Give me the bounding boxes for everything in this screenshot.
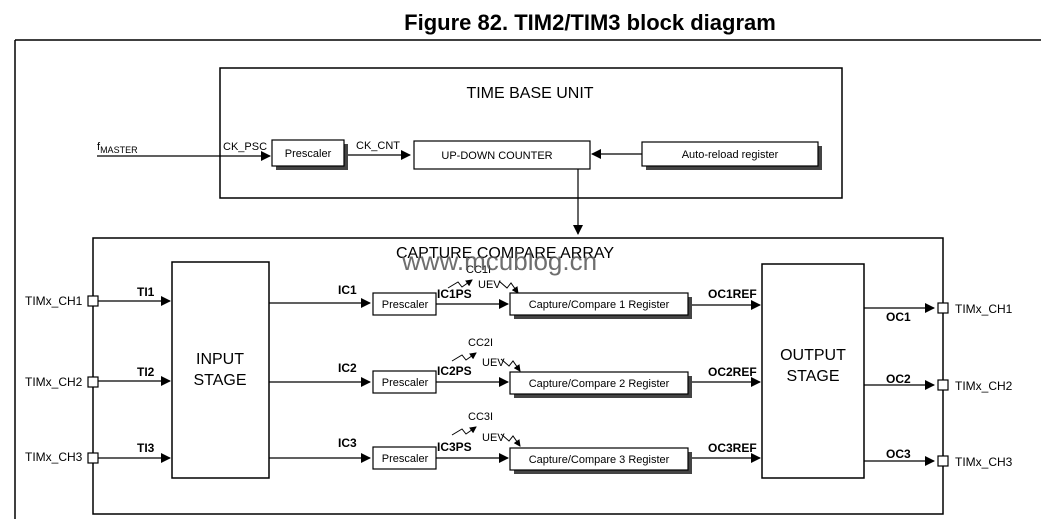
oc2-label: OC2 bbox=[886, 372, 911, 386]
time-base-unit-title: TIME BASE UNIT bbox=[466, 85, 593, 102]
fmaster-f: f bbox=[97, 141, 101, 153]
uev1-arrow bbox=[498, 280, 519, 294]
oc2ref-label: OC2REF bbox=[708, 365, 757, 379]
ti2-label: TI2 bbox=[137, 365, 155, 379]
counter-label: UP-DOWN COUNTER bbox=[441, 150, 552, 162]
pin-out-ch1-square bbox=[937, 302, 949, 314]
channel-2: TIMx_CH2 TI2 IC2 Prescaler IC2PS CC2I UE… bbox=[25, 337, 1013, 398]
cc3i-label: CC3I bbox=[468, 411, 493, 423]
input-stage-line2: STAGE bbox=[193, 372, 246, 389]
pin-in-ch3: TIMx_CH3 bbox=[25, 450, 83, 464]
pin-out-ch2: TIMx_CH2 bbox=[955, 379, 1013, 393]
pin-out-ch3-square bbox=[937, 455, 949, 467]
pin-out-ch1: TIMx_CH1 bbox=[955, 302, 1013, 316]
ch1-prescaler-label: Prescaler bbox=[382, 299, 429, 311]
input-stage-box bbox=[171, 261, 270, 479]
capture-compare-title: CAPTURE COMPARE ARRAY bbox=[396, 245, 614, 262]
ic2-label: IC2 bbox=[338, 361, 357, 375]
input-stage-line1: INPUT bbox=[196, 351, 244, 368]
ch2-prescaler-label: Prescaler bbox=[382, 377, 429, 389]
output-stage-line1: OUTPUT bbox=[780, 347, 846, 364]
fmaster-sub: MASTER bbox=[100, 145, 138, 155]
ck-psc-label: CK_PSC bbox=[223, 141, 267, 153]
pin-in-ch1: TIMx_CH1 bbox=[25, 294, 83, 308]
time-base-unit-box bbox=[219, 67, 843, 199]
ti3-label: TI3 bbox=[137, 441, 155, 455]
counter-box bbox=[413, 140, 591, 170]
oc1ref-label: OC1REF bbox=[708, 287, 757, 301]
watermark-text: www.mcublog.cn bbox=[401, 246, 597, 276]
uev3-arrow bbox=[500, 433, 521, 447]
ic3ps-label: IC3PS bbox=[437, 440, 472, 454]
ic1-label: IC1 bbox=[338, 283, 357, 297]
ic2ps-label: IC2PS bbox=[437, 364, 472, 378]
cc2i-label: CC2I bbox=[468, 337, 493, 349]
time-base-prescaler-label: Prescaler bbox=[285, 148, 332, 160]
pin-in-ch1-square bbox=[87, 295, 99, 307]
pin-out-ch3: TIMx_CH3 bbox=[955, 455, 1013, 469]
ccr3-label: Capture/Compare 3 Register bbox=[529, 454, 670, 466]
oc3-label: OC3 bbox=[886, 447, 911, 461]
pin-in-ch3-square bbox=[87, 452, 99, 464]
ccr1-box bbox=[509, 292, 689, 316]
ccr1-label: Capture/Compare 1 Register bbox=[529, 299, 670, 311]
ti1-label: TI1 bbox=[137, 285, 155, 299]
ck-cnt-label: CK_CNT bbox=[356, 140, 400, 152]
autoreload-box bbox=[641, 141, 819, 167]
uev1-label: UEV bbox=[478, 279, 501, 291]
output-stage-line2: STAGE bbox=[786, 368, 839, 385]
uev3-label: UEV bbox=[482, 432, 505, 444]
channel-3: TIMx_CH3 TI3 IC3 Prescaler IC3PS CC3I UE… bbox=[25, 411, 1013, 474]
channel-1: TIMx_CH1 TI1 IC1 Prescaler IC1PS CC1I UE… bbox=[25, 264, 1013, 324]
cc2i-arrow bbox=[451, 352, 477, 362]
uev2-arrow bbox=[500, 358, 521, 372]
fmaster-label: fMASTER bbox=[97, 141, 138, 155]
ccr3-box bbox=[509, 447, 689, 471]
ic1ps-label: IC1PS bbox=[437, 287, 472, 301]
figure-title: Figure 82. TIM2/TIM3 block diagram bbox=[404, 10, 776, 35]
pin-in-ch2-square bbox=[87, 376, 99, 388]
ch3-prescaler-label: Prescaler bbox=[382, 453, 429, 465]
pin-out-ch2-square bbox=[937, 379, 949, 391]
oc1-label: OC1 bbox=[886, 310, 911, 324]
ccr2-label: Capture/Compare 2 Register bbox=[529, 378, 670, 390]
cc1i-label: CC1I bbox=[466, 264, 491, 276]
capture-compare-box bbox=[92, 237, 944, 515]
pin-in-ch2: TIMx_CH2 bbox=[25, 375, 83, 389]
cc1i-arrow bbox=[447, 279, 473, 289]
ic3-label: IC3 bbox=[338, 436, 357, 450]
time-base-prescaler-box bbox=[271, 139, 345, 167]
ccr2-box bbox=[509, 371, 689, 395]
oc3ref-label: OC3REF bbox=[708, 441, 757, 455]
output-stage-box bbox=[761, 263, 865, 479]
cc3i-arrow bbox=[451, 426, 477, 436]
autoreload-label: Auto-reload register bbox=[682, 149, 779, 161]
uev2-label: UEV bbox=[482, 357, 505, 369]
